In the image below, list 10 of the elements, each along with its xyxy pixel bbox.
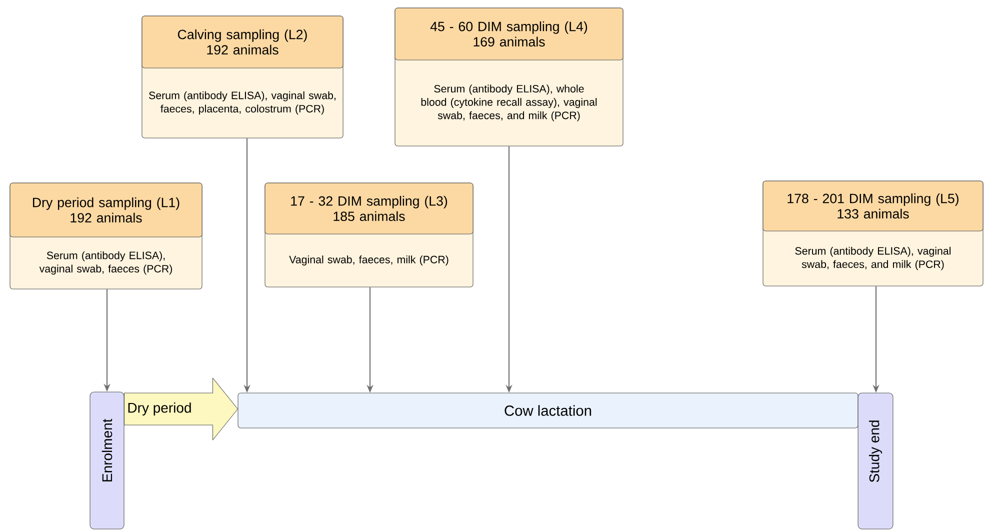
sampling-card: 17 - 32 DIM sampling (L3) 185 animals Vaginal swab, faeces, milk (PCR) xyxy=(264,182,474,288)
block-arrow xyxy=(124,378,238,440)
sampling-card: Calving sampling (L2) 192 animals Serum (antibody ELISA), vaginal swab, faeces, placenta, colostrum (PCR) xyxy=(142,16,344,138)
edge-label: Dry period xyxy=(128,402,191,416)
sampling-card: 178 - 201 DIM sampling (L5) 133 animals Serum (antibody ELISA), vaginal swab, faeces, and milk (PCR) xyxy=(762,180,984,286)
phase-bar: Cow lactation xyxy=(238,392,858,428)
sampling-card: Dry period sampling (L1) 192 animals Serum (antibody ELISA), vaginal swab, faeces (PCR) xyxy=(10,182,202,290)
milestone-bar: Study end xyxy=(858,392,894,530)
sampling-card: 45 - 60 DIM sampling (L4) 169 animals Serum (antibody ELISA), whole blood (cytokine recall assay), vaginal swab, faeces, and milk (PCR) xyxy=(394,8,624,146)
milestone-bar: Enrolment xyxy=(90,392,124,530)
